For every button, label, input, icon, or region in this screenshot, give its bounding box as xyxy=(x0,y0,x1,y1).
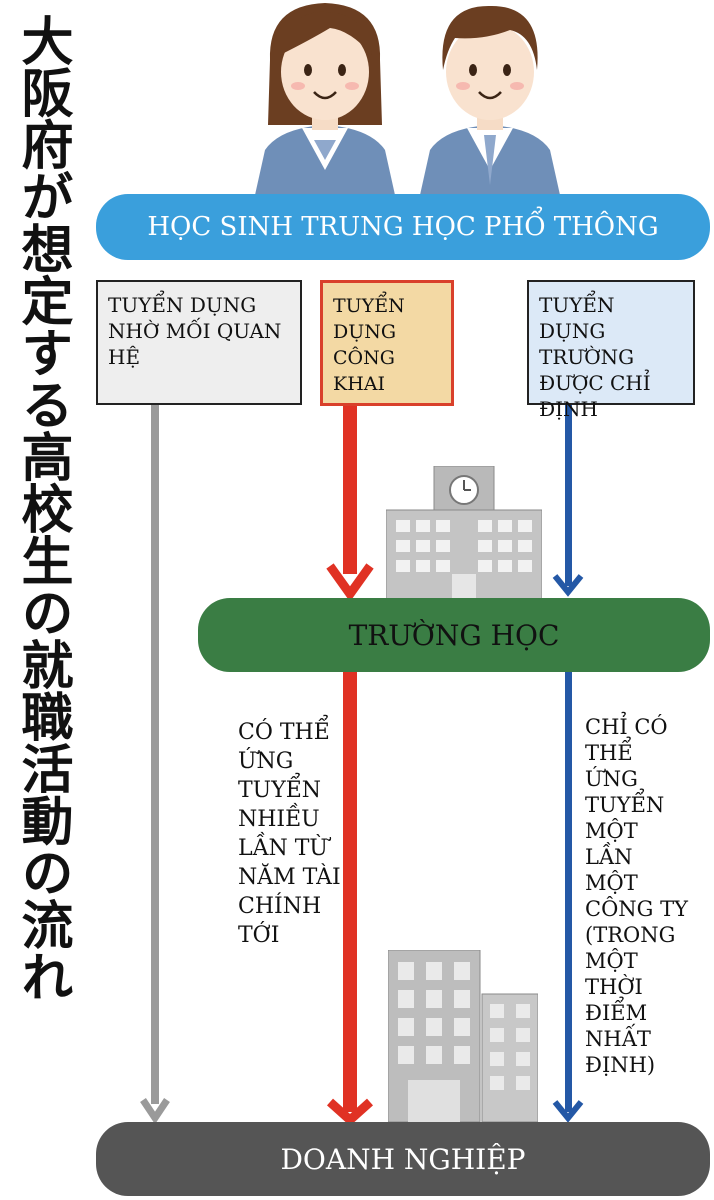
student-girl-icon xyxy=(255,3,395,195)
gray-arrow xyxy=(140,404,170,1125)
blue-arrow-to-school xyxy=(552,404,584,597)
vertical-title: 大阪府が想定する高校生の就職活動の流れ xyxy=(12,14,72,1002)
red-arrow-to-company xyxy=(326,672,374,1127)
school-building-icon xyxy=(386,466,542,600)
box-designated-school-recruitment: TUYỂN DỤNG TRƯỜNG ĐƯỢC CHỈ ĐỊNH xyxy=(527,280,695,421)
student-boy-icon xyxy=(420,5,560,195)
note-single-application: CHỈ CÓ THỂ ỨNG TUYỂN MỘT LẦN MỘT CÔNG TY… xyxy=(585,715,688,1077)
box-public-recruitment: TUYỂN DỤNG CÔNG KHAI xyxy=(320,280,454,406)
box-connection-recruitment: TUYỂN DỤNG NHỜ MỐI QUAN HỆ xyxy=(96,280,302,405)
red-arrow-to-school xyxy=(326,406,374,602)
company-bar: DOANH NGHIỆP xyxy=(96,1122,710,1196)
note-multiple-applications: CÓ THỂ ỨNG TUYỂN NHIỀU LẦN TỪ NĂM TÀI CH… xyxy=(238,720,341,948)
school-bar: TRƯỜNG HỌC xyxy=(198,598,710,672)
students-bar: HỌC SINH TRUNG HỌC PHỔ THÔNG xyxy=(96,194,710,260)
students-illustration xyxy=(255,3,560,195)
company-label: DOANH NGHIỆP xyxy=(280,1142,526,1176)
company-building-icon xyxy=(388,950,538,1122)
blue-arrow-to-company xyxy=(552,672,584,1123)
students-label: HỌC SINH TRUNG HỌC PHỔ THÔNG xyxy=(147,212,659,242)
school-label: TRƯỜNG HỌC xyxy=(348,618,560,652)
